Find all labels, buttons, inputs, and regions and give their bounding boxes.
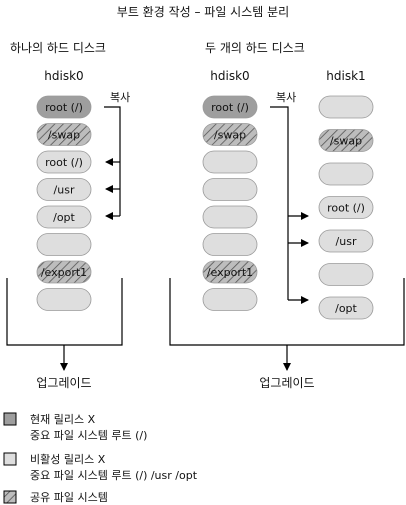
disk-hdisk0: hdisk0 root (/) /swap root (/) /usr/opt/exp… [36,69,92,311]
disk-slice [318,162,374,186]
disk-slice: /swap [202,123,258,146]
disk-slice-shape [202,233,258,256]
legend-swatch-shared [3,490,17,504]
copy-label: 복사 [276,91,296,104]
legend-label: 중요 파일 시스템 루트 (/) /usr /opt [30,468,198,482]
legend-item-shared: 공유 파일 시스템 [3,490,108,504]
legend-swatch-inactive [3,452,17,466]
disk-slice: /swap [36,123,92,146]
disk-slice-shape [318,296,374,320]
disk-slice-shape [36,233,92,256]
disk-slice-label: /swap [214,129,246,142]
disk-slice: /export1 [36,260,92,284]
disk-slice [202,288,258,311]
disk-slice: root (/) [202,95,258,119]
disk-hdisk1: hdisk1 /swap root (/) /usr/opt [318,69,374,320]
disk-slice-label: /swap [48,129,80,142]
disk-slice-shape [36,288,92,311]
panel-heading: 하나의 하드 디스크 [10,41,106,55]
disk-slice [36,288,92,311]
disk-slice [318,95,374,119]
legend-item-inactive: 비활성 릴리스 X 중요 파일 시스템 루트 (/) /usr /opt [3,452,198,482]
disk-slice-shape [318,129,374,152]
disk-slice-shape [202,150,258,174]
disk-slice-shape [36,205,92,229]
panel-one-disk: 하나의 하드 디스크 hdisk0 root (/) /swap root (/) /… [6,41,130,390]
legend-item-current: 현재 릴리스 X 중요 파일 시스템 루트 (/) [3,412,147,442]
disk-slice: root (/) [36,95,92,119]
legend-label: 현재 릴리스 X [30,413,96,426]
disk-slice-label: /export1 [41,266,87,279]
disk-name: hdisk1 [326,69,365,83]
disk-slice: /usr [36,178,92,201]
disk-name: hdisk0 [210,69,249,83]
disk-slice-shape [318,162,374,186]
disk-slice-shape [202,288,258,311]
disk-slice: /opt [318,296,374,320]
disk-slice [202,205,258,229]
disk-slice-label: /opt [335,302,357,315]
disk-slice-shape [202,260,258,284]
copy-connector [104,106,121,220]
disk-slice-label: root (/) [45,101,83,114]
copy-label: 복사 [110,91,130,104]
disk-slice-shape [318,95,374,119]
upgrade-label: 업그레이드 [259,376,314,390]
disk-slice [202,178,258,201]
disk-slice-shape [202,123,258,146]
upgrade-bracket [6,278,123,371]
legend-label: 비활성 릴리스 X [30,452,106,466]
legend-label: 중요 파일 시스템 루트 (/) [30,428,147,442]
legend-label: 공유 파일 시스템 [30,490,108,504]
disk-slice: /export1 [202,260,258,284]
disk-slice: root (/) [36,150,92,174]
disk-slice: /swap [318,129,374,152]
disk-slice-label: /export1 [207,266,253,279]
disk-slice-shape [202,95,258,119]
disk-slice-shape [202,205,258,229]
disk-slice [36,233,92,256]
legend-swatch-current [3,412,17,426]
disk-slice-label: /usr [336,235,357,248]
disk-slice-label: root (/) [45,156,83,169]
disk-slice [202,150,258,174]
diagram-title: 부트 환경 작성 – 파일 시스템 분리 [117,5,289,19]
disk-slice [202,233,258,256]
legend: 현재 릴리스 X 중요 파일 시스템 루트 (/) 비활성 릴리스 X 중요 파… [3,412,198,504]
disk-slice: /usr [318,229,374,253]
disk-slice-label: root (/) [211,101,249,114]
copy-connector [270,106,309,304]
disk-slice [318,263,374,286]
disk-slice-label: /usr [54,184,75,197]
upgrade-bracket [169,278,405,371]
disk-slice-label: root (/) [327,202,365,215]
disk-slice-label: /opt [53,211,75,224]
disk-slice-shape [36,178,92,201]
disk-slice-shape [318,196,374,219]
disk-name: hdisk0 [44,69,83,83]
disk-hdisk0: hdisk0 root (/) /swap/export1 [202,69,258,311]
disk-slice-shape [36,95,92,119]
disk-slice: /opt [36,205,92,229]
panel-two-disks: 두 개의 하드 디스크 hdisk0 root (/) /swap/export1… [169,41,405,390]
upgrade-label: 업그레이드 [36,376,91,390]
disk-slice-shape [318,229,374,253]
disk-slice-label: /swap [330,135,362,148]
panel-heading: 두 개의 하드 디스크 [205,41,305,55]
disk-slice-shape [36,150,92,174]
disk-slice-shape [36,260,92,284]
disk-slice-shape [202,178,258,201]
disk-slice-shape [36,123,92,146]
disk-slice-shape [318,263,374,286]
disk-slice: root (/) [318,196,374,219]
